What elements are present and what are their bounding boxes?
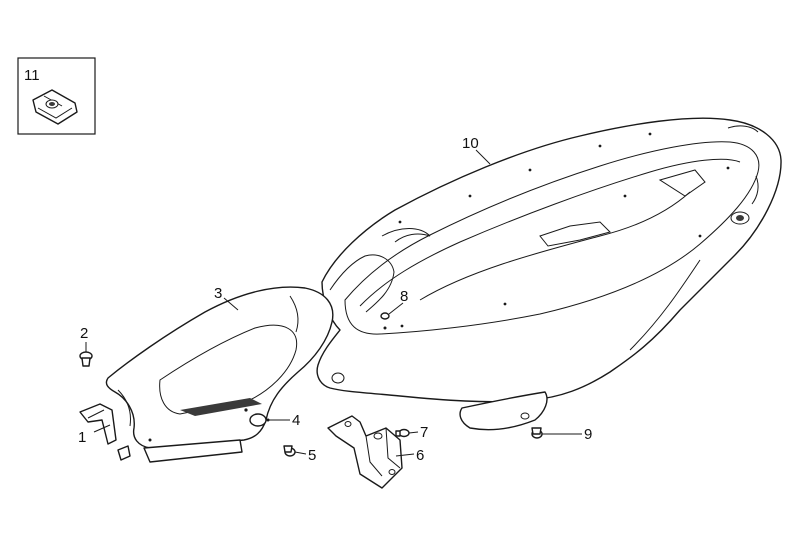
screw-part-8 <box>380 312 390 330</box>
screw-part-5 <box>283 445 296 457</box>
callout-10: 10 <box>462 135 479 152</box>
screw-part-9 <box>531 427 543 439</box>
inset-box-part-11: 11 <box>17 57 96 135</box>
callout-1: 1 <box>78 429 86 446</box>
callout-7: 7 <box>420 424 428 441</box>
callout-11: 11 <box>24 67 40 84</box>
screw-part-7 <box>395 428 410 438</box>
callout-labels: 1 2 3 4 5 6 7 8 9 10 <box>78 135 592 464</box>
spring-nut-clip-icon <box>32 89 78 125</box>
callout-2: 2 <box>80 325 88 342</box>
bracket-part-6 <box>327 415 403 489</box>
leader-lines <box>85 149 582 457</box>
callout-5: 5 <box>308 447 316 464</box>
callout-8: 8 <box>400 288 408 305</box>
side-panel-part-3 <box>105 286 334 463</box>
rear-body-cover-part-10 <box>316 117 782 431</box>
callout-4: 4 <box>292 412 300 429</box>
callout-9: 9 <box>584 426 592 443</box>
bracket-part-1 <box>79 403 131 461</box>
callout-3: 3 <box>214 285 222 302</box>
screw-part-2 <box>79 351 93 367</box>
callout-6: 6 <box>416 447 424 464</box>
